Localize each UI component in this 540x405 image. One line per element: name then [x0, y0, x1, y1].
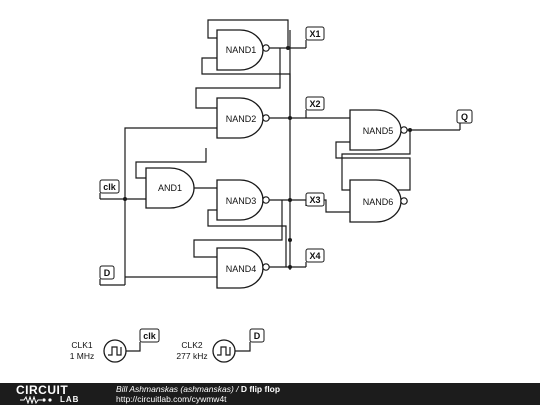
- tag-d-input[interactable]: D: [99, 265, 115, 280]
- source-clk1[interactable]: CLK1 1 MHz clk: [70, 328, 160, 363]
- author-line: Bill Ashmanskas (ashmanskas) / D flip fl…: [116, 384, 280, 394]
- brand-logo-top[interactable]: CIRCUIT: [16, 383, 69, 397]
- source-frequency: 1 MHz: [70, 351, 95, 361]
- gate-nand3[interactable]: NAND3: [216, 179, 270, 221]
- waveform-icon: [20, 396, 52, 404]
- tag-label: clk: [103, 182, 117, 192]
- source-name: CLK2: [181, 340, 203, 350]
- gate-label: NAND2: [226, 114, 257, 124]
- tag-label: Q: [461, 112, 468, 122]
- clock-source-icon: [212, 339, 236, 363]
- tag-d-output: D: [254, 331, 261, 341]
- gate-nand1[interactable]: NAND1: [216, 29, 270, 71]
- tag-clk-input[interactable]: clk: [99, 179, 120, 194]
- source-name: CLK1: [71, 340, 93, 350]
- tag-label: X3: [309, 195, 320, 205]
- gate-nand2[interactable]: NAND2: [216, 97, 270, 139]
- source-clk2[interactable]: CLK2 277 kHz D: [176, 328, 265, 363]
- gate-nand4[interactable]: NAND4: [216, 247, 270, 289]
- title-separator: /: [233, 384, 241, 394]
- gate-label: NAND1: [226, 45, 257, 55]
- clock-source-icon: [103, 339, 127, 363]
- gate-label: NAND6: [363, 197, 394, 207]
- schematic: NAND1 NAND2 AND1 NAND3 NAND4 NAND5 NAND6…: [70, 19, 473, 363]
- gate-nand5[interactable]: NAND5: [349, 109, 408, 151]
- circuit-title[interactable]: D flip flop: [240, 384, 281, 394]
- tag-x1[interactable]: X1: [305, 26, 325, 41]
- tag-q[interactable]: Q: [456, 109, 473, 124]
- author-name[interactable]: Bill Ashmanskas (ashmanskas): [116, 384, 234, 394]
- square-wave-icon: [108, 346, 122, 356]
- tag-x4[interactable]: X4: [305, 248, 325, 263]
- gate-label: NAND4: [226, 264, 257, 274]
- gate-and1[interactable]: AND1: [145, 167, 195, 209]
- source-frequency: 277 kHz: [176, 351, 207, 361]
- wires: [99, 19, 461, 286]
- junctions: [123, 46, 412, 269]
- tag-label: D: [104, 268, 111, 278]
- tag-label: X1: [309, 29, 320, 39]
- tag-label: X2: [309, 99, 320, 109]
- square-wave-icon: [217, 346, 231, 356]
- brand-logo-bottom: LAB: [60, 395, 80, 404]
- tag-clk-output: clk: [143, 331, 157, 341]
- tag-x2[interactable]: X2: [305, 96, 325, 111]
- footer-bar: CIRCUIT LAB Bill Ashmanskas (ashmanskas)…: [0, 383, 540, 405]
- tag-label: X4: [309, 251, 320, 261]
- gate-label: AND1: [158, 183, 182, 193]
- gate-nand6[interactable]: NAND6: [349, 179, 408, 223]
- gate-label: NAND3: [226, 196, 257, 206]
- gate-label: NAND5: [363, 126, 394, 136]
- circuit-url[interactable]: http://circuitlab.com/cywmw4t: [116, 394, 227, 404]
- tag-x3[interactable]: X3: [305, 192, 325, 207]
